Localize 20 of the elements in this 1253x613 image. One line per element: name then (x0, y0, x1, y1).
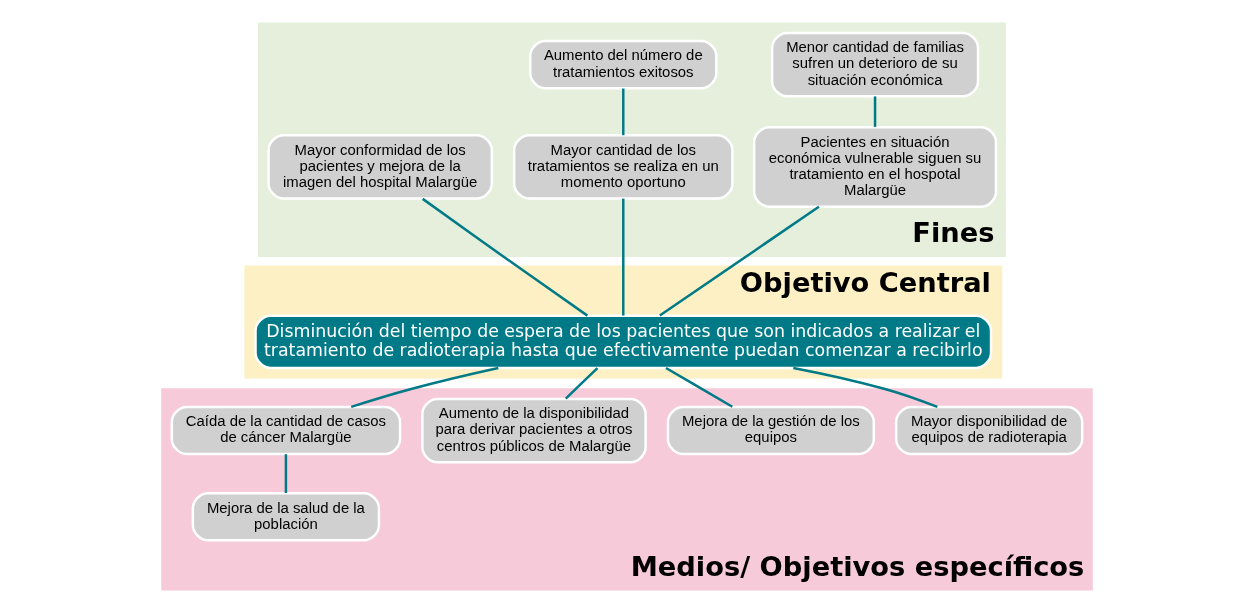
node-box: Menor cantidad de familias sufren un deterioro de su situación económica (770, 31, 979, 98)
connector (792, 366, 938, 409)
connector (350, 366, 499, 409)
connector (658, 205, 820, 317)
node-box: Mayor disponibilidad de equipos de radioterapia (894, 405, 1083, 456)
connector (621, 88, 624, 136)
node-box: Mejora de la salud de la población (191, 491, 380, 542)
connector (621, 198, 624, 316)
node-box: Mejora de la gestión de los equipos (666, 405, 875, 456)
node-box: Caída de la cantidad de casos de cáncer Malargüe (170, 405, 401, 456)
node-box: Mayor cantidad de los tratamientos se realiza en un momento oportuno (512, 134, 734, 200)
connector (564, 367, 598, 400)
node-box: Pacientes en situación económica vulnerable siguen su tratamiento en el hospotal Malargüe (752, 126, 997, 208)
node-box: Aumento de la disponibilidad para derivar pacientes a otros centros públicos de Malargüe (420, 397, 647, 464)
connector (421, 197, 588, 317)
connector (284, 454, 287, 493)
node-box: Aumento del número de tratamientos exitosos (528, 39, 718, 90)
node-box: Disminución del tiempo de espera de los pacientes que son indicados a realizar el tratamiento de radioterapia hasta que efectivamente puedan comenzar a recibirlo (253, 314, 992, 370)
connector (873, 96, 876, 127)
node-box: Mayor conformidad de los pacientes y mejora de la imagen del hospital Malargüe (266, 134, 493, 200)
